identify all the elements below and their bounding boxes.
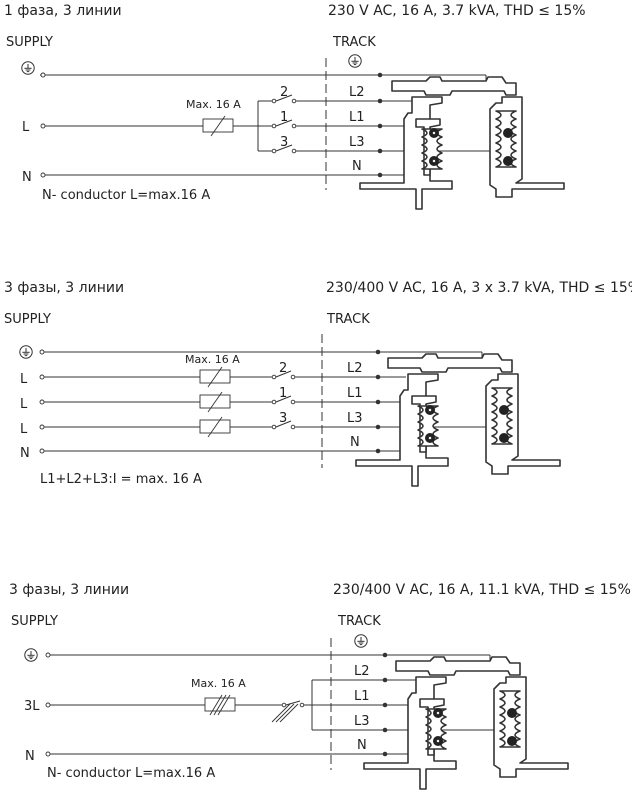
svg-text:L3: L3 bbox=[347, 411, 363, 426]
svg-text:2: 2 bbox=[279, 361, 287, 376]
section-1-switch-1: 1 bbox=[271, 110, 297, 129]
section-1-track-profile bbox=[359, 76, 565, 210]
section-2-note: L1+L2+L3:I = max. 16 A bbox=[40, 472, 202, 487]
section-1-track-line-l1: L1 bbox=[349, 110, 365, 125]
svg-text:L: L bbox=[20, 372, 28, 387]
section-1-fuse-label: Max. 16 A bbox=[186, 98, 241, 111]
section-2-spec: 230/400 V AC, 16 A, 3 x 3.7 kVA, THD ≤ 1… bbox=[326, 280, 632, 296]
svg-text:1: 1 bbox=[279, 386, 287, 401]
svg-text:L: L bbox=[20, 397, 28, 412]
section-3-supply-line-3l: 3L bbox=[24, 699, 40, 714]
section-2-phase-row-2: L 1 L1 bbox=[20, 386, 426, 413]
section-3-note: N- conductor L=max.16 A bbox=[47, 766, 215, 781]
svg-text:N: N bbox=[350, 435, 360, 450]
section-1-track-line-l2: L2 bbox=[349, 85, 365, 100]
section-1-supply-line-l: L bbox=[22, 120, 30, 135]
section-1-supply-ground-icon bbox=[21, 61, 35, 75]
section-2-neutral-row: N N bbox=[20, 435, 406, 461]
section-3-track-line-l3: L3 bbox=[354, 714, 370, 729]
section-1-spec: 230 V AC, 16 A, 3.7 kVA, THD ≤ 15% bbox=[328, 3, 586, 19]
section-1-track-ground-icon bbox=[348, 54, 362, 68]
section-3-fuse-label: Max. 16 A bbox=[191, 677, 246, 690]
svg-text:2: 2 bbox=[280, 85, 288, 100]
section-2-track-label: TRACK bbox=[326, 312, 370, 327]
section-2-phase-row-1: L 2 L2 bbox=[20, 361, 406, 388]
section-2-track-profile bbox=[355, 353, 561, 487]
section-1-switch-3: 3 bbox=[271, 135, 297, 154]
section-3-track-line-l2: L2 bbox=[354, 664, 370, 679]
section-2-fuse-label: Max. 16 A bbox=[185, 353, 240, 366]
section-3-supply-ground-icon bbox=[24, 648, 38, 662]
section-1-track-line-l3: L3 bbox=[349, 135, 365, 150]
section-3-supply-label: SUPPLY bbox=[11, 614, 58, 629]
svg-text:N: N bbox=[20, 446, 30, 461]
section-3-track-profile bbox=[363, 656, 569, 790]
svg-text:1: 1 bbox=[280, 110, 288, 125]
section-3-supply-line-n: N bbox=[25, 749, 35, 764]
svg-text:L: L bbox=[20, 422, 28, 437]
section-1-track-label: TRACK bbox=[332, 35, 376, 50]
section-2-supply-label: SUPPLY bbox=[4, 312, 51, 327]
section-1: 1 фаза, 3 линии 230 V AC, 16 A, 3.7 kVA,… bbox=[4, 3, 586, 210]
section-1-note: N- conductor L=max.16 A bbox=[42, 188, 210, 203]
section-3: 3 фазы, 3 линии 230/400 V AC, 16 A, 11.1… bbox=[9, 582, 631, 790]
section-3-track-label: TRACK bbox=[337, 614, 381, 629]
section-2-heading: 3 фазы, 3 линии bbox=[4, 280, 124, 296]
svg-text:L1: L1 bbox=[347, 386, 363, 401]
section-3-track-line-n: N bbox=[357, 738, 367, 753]
section-1-supply-line-n: N bbox=[22, 170, 32, 185]
svg-text:3: 3 bbox=[280, 135, 288, 150]
section-3-spec: 230/400 V AC, 16 A, 11.1 kVA, THD ≤ 15% bbox=[333, 582, 631, 598]
section-1-heading: 1 фаза, 3 линии bbox=[4, 3, 122, 19]
section-1-supply-label: SUPPLY bbox=[6, 35, 53, 50]
section-3-track-ground-icon bbox=[354, 634, 368, 648]
section-3-track-line-l1: L1 bbox=[354, 689, 370, 704]
section-3-heading: 3 фазы, 3 линии bbox=[9, 582, 129, 598]
svg-text:3: 3 bbox=[279, 411, 287, 426]
section-1-switch-2: 2 bbox=[271, 85, 297, 104]
svg-text:L2: L2 bbox=[347, 361, 363, 376]
section-2: 3 фазы, 3 линии 230/400 V AC, 16 A, 3 x … bbox=[4, 280, 632, 487]
section-2-supply-ground-icon bbox=[19, 345, 33, 359]
section-1-track-line-n: N bbox=[352, 159, 362, 174]
